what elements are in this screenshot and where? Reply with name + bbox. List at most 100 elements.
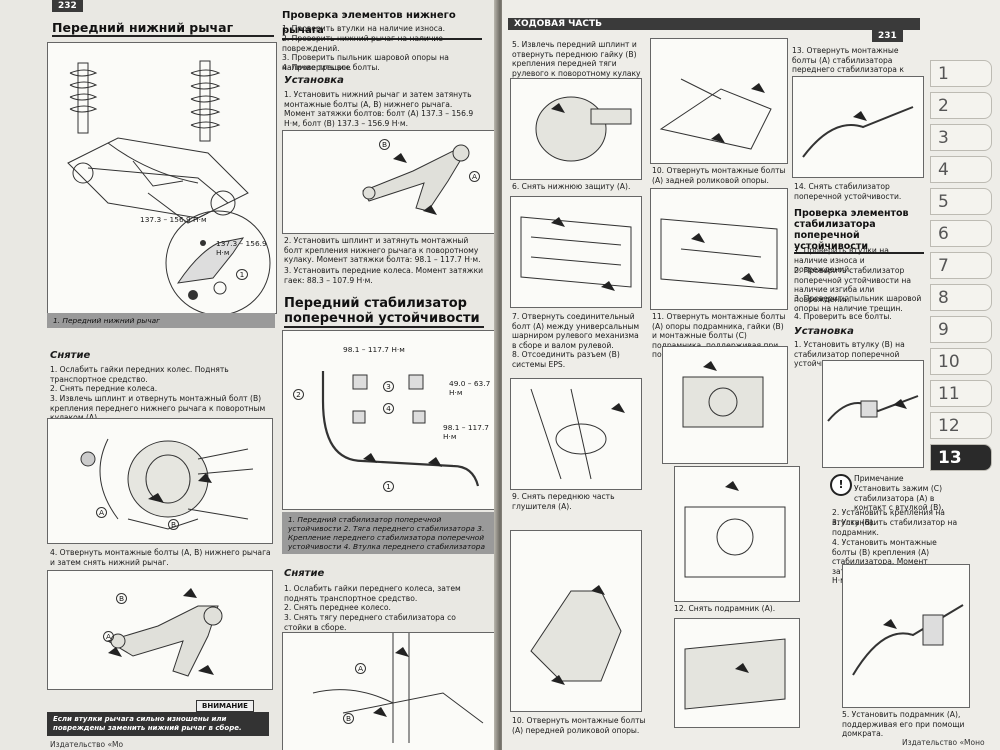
chapter-tab-13[interactable]: 13 bbox=[930, 444, 992, 471]
note-icon: ! bbox=[830, 474, 852, 496]
removal-step-4: 4. Отвернуть монтажные болты (A, B) нижн… bbox=[50, 548, 271, 567]
step-6: 6. Снять нижнюю защиту (A). bbox=[512, 182, 631, 191]
install-step-1: 1. Установить нижний рычаг и затем затян… bbox=[284, 90, 474, 128]
stab-removal-step-1: 1. Ослабить гайки переднего колеса, зате… bbox=[284, 584, 461, 603]
step-10a: 10. Отвернуть монтажные болты (A) передн… bbox=[512, 716, 646, 735]
chapter-tab-6[interactable]: 6 bbox=[930, 220, 992, 247]
left-page-number: 232 bbox=[52, 0, 83, 12]
install-step-3: 3. Установить передние колеса. Момент за… bbox=[284, 266, 484, 285]
callout-a: A bbox=[355, 663, 366, 674]
check-item-3: 3. Проверить пыльник шаровой опоры на на… bbox=[282, 53, 449, 72]
title-lower-arm: Передний нижний рычаг bbox=[52, 20, 274, 37]
figure-under-cover bbox=[510, 196, 642, 308]
right-header-section: ХОДОВАЯ ЧАСТЬ bbox=[508, 18, 920, 30]
figure-subframe-removed bbox=[674, 618, 800, 728]
callout-b: B bbox=[116, 593, 127, 604]
callout-a: A bbox=[469, 171, 480, 182]
figure-stab-brackets bbox=[792, 76, 924, 178]
check-heading: Проверка элементов нижнего рычага bbox=[282, 8, 482, 40]
install-heading: Установка bbox=[284, 75, 344, 86]
stab-caption: 1. Передний стабилизатор поперечной усто… bbox=[282, 512, 494, 554]
fig-caption-lower-arm: 1. Передний нижний рычаг bbox=[47, 313, 275, 328]
figure-muffler bbox=[510, 530, 642, 712]
chapter-tab-10[interactable]: 10 bbox=[930, 348, 992, 375]
figure-tie-rod bbox=[510, 78, 642, 180]
right-page: ХОДОВАЯ ЧАСТЬ 231 5. Извлечь передний шп… bbox=[502, 0, 1000, 750]
stab-title: Передний стабилизатор поперечной устойчи… bbox=[284, 296, 484, 328]
right-page-number: 231 bbox=[872, 30, 903, 42]
chapter-tab-5[interactable]: 5 bbox=[930, 188, 992, 215]
callout-b: B bbox=[379, 139, 390, 150]
chapter-tab-2[interactable]: 2 bbox=[930, 92, 992, 119]
stab-install-3: 3. Установить стабилизатор на подрамник. bbox=[832, 518, 958, 537]
torque-label-b: 137.3 – 156.9 Н·м bbox=[216, 239, 267, 257]
stab-install-5: 5. Установить подрамник (A), поддерживая… bbox=[842, 710, 965, 738]
callout-b: B bbox=[343, 713, 354, 724]
stab-torque-2: 49.0 – 63.7 Н·м bbox=[449, 379, 491, 397]
chapter-tab-11[interactable]: 11 bbox=[930, 380, 992, 407]
stab-check-2: 2. Проверить стабилизатор поперечной уст… bbox=[794, 266, 911, 304]
removal-step-3: 3. Извлечь шплинт и отвернуть монтажный … bbox=[50, 394, 266, 422]
callout-1: 1 bbox=[383, 481, 394, 492]
install-step-2: 2. Установить шплинт и затянуть монтажны… bbox=[284, 236, 481, 264]
stab-torque-1: 98.1 – 117.7 Н·м bbox=[343, 345, 405, 354]
step-12: 12. Снять подрамник (A). bbox=[674, 604, 776, 613]
warning-tag: ВНИМАНИЕ bbox=[196, 700, 254, 712]
callout-a: A bbox=[103, 631, 114, 642]
stab-check-1: 1. Проверить втулки на наличие износа и … bbox=[794, 246, 889, 274]
stab-torque-3: 98.1 – 117.7 Н·м bbox=[443, 423, 490, 441]
step-7: 7. Отвернуть соединительный болт (A) меж… bbox=[512, 312, 640, 350]
removal-heading: Снятие bbox=[50, 350, 91, 361]
figure-install-arm: B A bbox=[282, 130, 496, 234]
step-14: 14. Снять стабилизатор поперечной устойч… bbox=[794, 182, 902, 201]
figure-subframe-bolts bbox=[650, 188, 788, 310]
callout-3: 3 bbox=[383, 381, 394, 392]
removal-step-2: 2. Снять передние колеса. bbox=[50, 384, 158, 393]
figure-bushing bbox=[822, 360, 924, 468]
figure-knuckle-bolt: A B bbox=[47, 418, 273, 544]
stab-removal-heading: Снятие bbox=[284, 568, 325, 579]
check-heading-line-3: устойчивости bbox=[794, 241, 869, 252]
figure-jack-support bbox=[662, 346, 788, 464]
figure-stab-install bbox=[842, 564, 970, 708]
stab-title-line-1: Передний стабилизатор bbox=[284, 296, 467, 311]
chapter-tab-4[interactable]: 4 bbox=[930, 156, 992, 183]
chapter-tab-12[interactable]: 12 bbox=[930, 412, 992, 439]
figure-lower-arm-bolts: B A bbox=[47, 570, 273, 690]
stab-install-2: 2. Установить крепления на втулку (B). bbox=[832, 508, 945, 527]
right-footer: Издательство «Моно bbox=[902, 738, 985, 747]
chapter-tab-9[interactable]: 9 bbox=[930, 316, 992, 343]
figure-stabilizer: 98.1 – 117.7 Н·м 49.0 – 63.7 Н·м 98.1 – … bbox=[282, 330, 496, 510]
check-item-2: 2. Проверить нижний рычаг на наличие пов… bbox=[282, 34, 443, 53]
left-footer: Издательство «Мо bbox=[50, 740, 124, 749]
removal-step-1: 1. Ослабить гайки передних колес. Поднят… bbox=[50, 365, 229, 384]
torque-label-a: 137.3 – 156.9 Н·м bbox=[140, 215, 207, 224]
chapter-tab-3[interactable]: 3 bbox=[930, 124, 992, 151]
check-item-4: 4. Проверить все болты. bbox=[282, 63, 380, 72]
chapter-tab-8[interactable]: 8 bbox=[930, 284, 992, 311]
check-heading-line-1: Проверка элементов bbox=[794, 208, 909, 219]
stab-check-3: 3. Проверить пыльник шаровой опоры на на… bbox=[794, 294, 922, 313]
stab-removal-step-2: 2. Снять переднее колесо. bbox=[284, 603, 391, 612]
check-stab-heading: Проверка элементов стабилизатора попереч… bbox=[794, 208, 924, 254]
figure-stab-link: A B bbox=[282, 632, 496, 750]
figure-front-suspension: 137.3 – 156.9 Н·м 137.3 – 156.9 Н·м 1 bbox=[47, 42, 277, 314]
stab-check-4: 4. Проверить все болты. bbox=[794, 312, 892, 321]
callout-a: A bbox=[96, 507, 107, 518]
callout-b: B bbox=[168, 519, 179, 530]
chapter-tab-1[interactable]: 1 bbox=[930, 60, 992, 87]
chapter-tab-7[interactable]: 7 bbox=[930, 252, 992, 279]
warning-text: Если втулки рычага сильно изношены или п… bbox=[47, 712, 269, 736]
stab-removal-step-3: 3. Снять тягу переднего стабилизатора со… bbox=[284, 613, 456, 632]
left-page: 232 Передний нижний рычаг bbox=[0, 0, 498, 750]
stab-title-line-2: поперечной устойчивости bbox=[284, 311, 480, 326]
step-10b: 10. Отвернуть монтажные болты (A) задней… bbox=[652, 166, 786, 185]
check-heading-line-2: стабилизатора поперечной bbox=[794, 219, 876, 241]
callout-2: 2 bbox=[293, 389, 304, 400]
step-8: 8. Отсоединить разъем (B) системы EPS. bbox=[512, 350, 620, 369]
callout-4: 4 bbox=[383, 403, 394, 414]
stab-install-heading: Установка bbox=[794, 326, 854, 337]
figure-roll-mount-rear bbox=[650, 38, 788, 164]
note-title: Примечание bbox=[854, 474, 904, 483]
callout-1: 1 bbox=[236, 269, 248, 280]
